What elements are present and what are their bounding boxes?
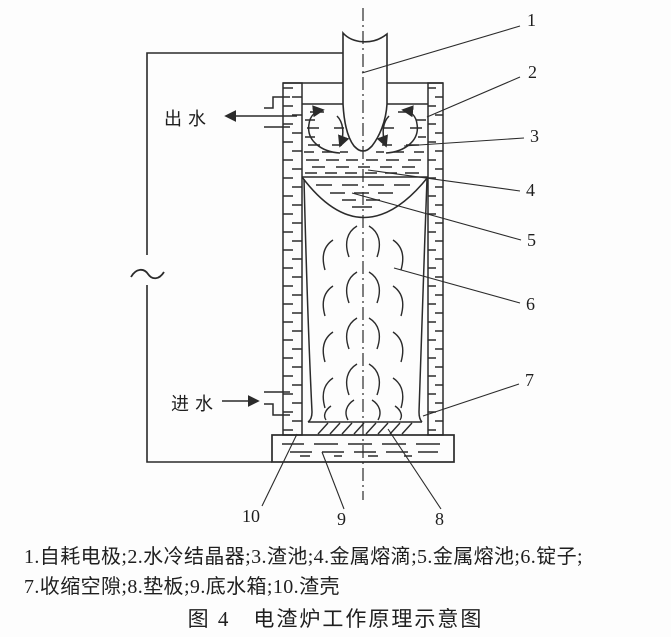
- water-out-label: 出水: [164, 109, 212, 129]
- callout-number-2: 2: [528, 62, 537, 82]
- callout-number-10: 10: [242, 506, 260, 526]
- leader-4: [367, 169, 521, 192]
- metal-pool-arc: [301, 176, 429, 219]
- legend-line-2: 7.收缩空隙;8.垫板;9.底水箱;10.渣壳: [24, 576, 340, 598]
- water-box-dashes: [282, 443, 440, 457]
- leader-5: [351, 192, 522, 241]
- leader-10: [261, 433, 298, 507]
- ingot-right-edge: [418, 178, 428, 423]
- ac-source-icon: [130, 268, 165, 280]
- callout-number-5: 5: [527, 230, 536, 250]
- crystallizer-walls: [282, 82, 444, 436]
- callout-number-1: 1: [527, 10, 536, 30]
- leader-8: [387, 428, 442, 510]
- slag-eddy-right-inner: [376, 115, 390, 148]
- slag-eddy-right-outer: [385, 105, 419, 154]
- mold-wall-left: [282, 82, 303, 436]
- power-circuit: [130, 52, 343, 463]
- leader-9: [321, 451, 345, 510]
- circuit-wire-top-left: [146, 52, 343, 255]
- base-plate: [317, 422, 413, 435]
- ingot-left-edge: [303, 178, 313, 423]
- leader-3: [403, 137, 525, 147]
- mold-wall-right: [427, 82, 444, 436]
- callout-number-8: 8: [435, 509, 444, 529]
- ingot-crystal-curves: [322, 225, 404, 421]
- base-plate-hatch: [317, 422, 413, 435]
- inlet-fitting-lower: [264, 403, 290, 416]
- electrode: [342, 30, 388, 152]
- slag-eddy-left-inner: [336, 115, 350, 148]
- slag-eddy-left-outer: [307, 105, 341, 154]
- water-fittings: [264, 96, 290, 416]
- outlet-fitting-upper: [264, 96, 290, 109]
- callout-number-9: 9: [337, 509, 346, 529]
- leader-7: [422, 383, 520, 417]
- metal-pool: [301, 176, 429, 219]
- metal-pool-dashes: [316, 184, 410, 208]
- electrode-body: [342, 30, 388, 152]
- callout-number-7: 7: [525, 370, 534, 390]
- leader-6: [393, 267, 521, 304]
- leader-2: [426, 76, 521, 118]
- callout-number-4: 4: [526, 180, 535, 200]
- legend-line-1: 1.自耗电极;2.水冷结晶器;3.渣池;4.金属熔滴;5.金属熔池;6.锭子;: [24, 546, 583, 568]
- callout-number-3: 3: [530, 126, 539, 146]
- callout-number-6: 6: [526, 294, 535, 314]
- ingot: [303, 178, 428, 423]
- leader-lines: [261, 25, 525, 510]
- flow-arrows: [222, 110, 297, 407]
- figure-title: 图 4 电渣炉工作原理示意图: [187, 607, 484, 631]
- circuit-wire-bottom-left: [146, 285, 272, 463]
- slag-pool: [304, 105, 426, 174]
- water-in-label: 进水: [171, 394, 219, 414]
- leader-1: [361, 25, 521, 74]
